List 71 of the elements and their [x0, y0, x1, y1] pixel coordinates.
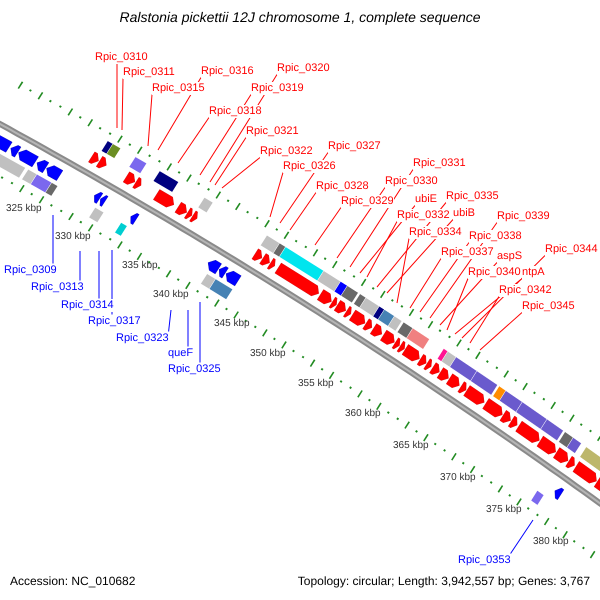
gene-label: Rpic_0330	[385, 174, 438, 188]
gene-label: Rpic_0342	[499, 284, 552, 296]
gene-label: Rpic_0318	[209, 104, 262, 118]
leader-line	[122, 78, 124, 130]
leader-line	[222, 157, 260, 188]
leader-line	[98, 250, 100, 299]
scale-label: 375 kbp	[486, 504, 522, 516]
scale-label: 355 kbp	[298, 378, 334, 390]
gene-label: Rpic_0309	[4, 264, 57, 276]
leader-line	[314, 207, 342, 246]
gene-label: Rpic_0323	[116, 332, 169, 344]
gene-label: Rpic_0334	[409, 226, 462, 238]
scale-label: 360 kbp	[345, 408, 381, 420]
gene-label: Rpic_0332	[397, 208, 450, 222]
gene-label: Rpic_0322	[260, 144, 313, 158]
leader-line	[116, 63, 118, 128]
leader-line	[470, 296, 500, 344]
title: Ralstonia pickettii 12J chromosome 1, complete sequence	[118, 8, 482, 26]
gene-label: aspS	[497, 250, 522, 262]
leader-line	[290, 192, 316, 230]
scale-label: 380 kbp	[533, 536, 569, 548]
gene-label: Rpic_0326	[283, 160, 336, 172]
gene-label: Rpic_0314	[61, 298, 114, 312]
gene-label: Rpic_0339	[497, 210, 550, 222]
gene-label: Rpic_0335	[446, 190, 499, 202]
gene-label: Rpic_0317	[88, 314, 141, 328]
gene-label: Rpic_0311	[123, 66, 175, 78]
leader-line	[52, 214, 54, 264]
accession-text: Accession: NC_010682	[10, 574, 136, 588]
gene-label: Rpic_0321	[246, 124, 299, 138]
gene-label: Rpic_0315	[152, 82, 205, 94]
gene-label: Rpic_0319	[251, 82, 304, 94]
scale-label: 370 kbp	[440, 472, 476, 484]
scale-label: 350 kbp	[250, 348, 286, 360]
gene-label: ubiE	[415, 192, 438, 206]
gene-label: Rpic_0310	[95, 50, 148, 64]
leader-line	[214, 137, 246, 186]
gene-label: Rpic_0325	[168, 362, 221, 376]
genome-summary-text: Topology: circular; Length: 3,942,557 bp; Genes: 3,767	[298, 574, 590, 588]
scale-label: 325 kbp	[6, 203, 42, 215]
scale-label: 340 kbp	[153, 289, 189, 301]
scale-label: 335 kbp	[122, 260, 158, 272]
leader-line	[480, 312, 522, 350]
scale-label: 345 kbp	[214, 318, 250, 330]
gene-label: Rpic_0329	[341, 194, 394, 208]
scale-label: 330 kbp	[55, 231, 91, 243]
leader-line	[510, 520, 534, 554]
gene-label: queF	[168, 346, 194, 360]
gene-label: Rpic_0316	[201, 64, 254, 78]
leader-line	[270, 172, 284, 218]
leader-line	[148, 94, 152, 146]
scale-label: 365 kbp	[393, 440, 429, 452]
gene-label: Rpic_0340	[468, 266, 521, 278]
leader-line	[410, 258, 442, 308]
gene-label: Rpic_0327	[328, 140, 381, 152]
gene-label: Rpic_0353	[458, 554, 511, 566]
leader-line	[446, 278, 468, 330]
gene-label: Rpic_0313	[31, 280, 84, 294]
gene-label: ubiB	[453, 206, 476, 220]
leader-line	[178, 117, 210, 164]
leader-line	[396, 238, 410, 304]
gene-label: Rpic_0344	[545, 242, 598, 256]
leader-line	[168, 310, 172, 332]
gene-label: Rpic_0338	[469, 230, 522, 242]
gene-label: Rpic_0345	[522, 300, 575, 312]
gene-label: Rpic_0328	[316, 180, 369, 192]
gene-label: Rpic_0337	[441, 246, 494, 258]
gene-label: Rpic_0320	[277, 62, 330, 74]
gene-label: ntpA	[522, 266, 545, 278]
gene-label: Rpic_0331	[413, 156, 466, 170]
leader-line	[366, 221, 398, 278]
